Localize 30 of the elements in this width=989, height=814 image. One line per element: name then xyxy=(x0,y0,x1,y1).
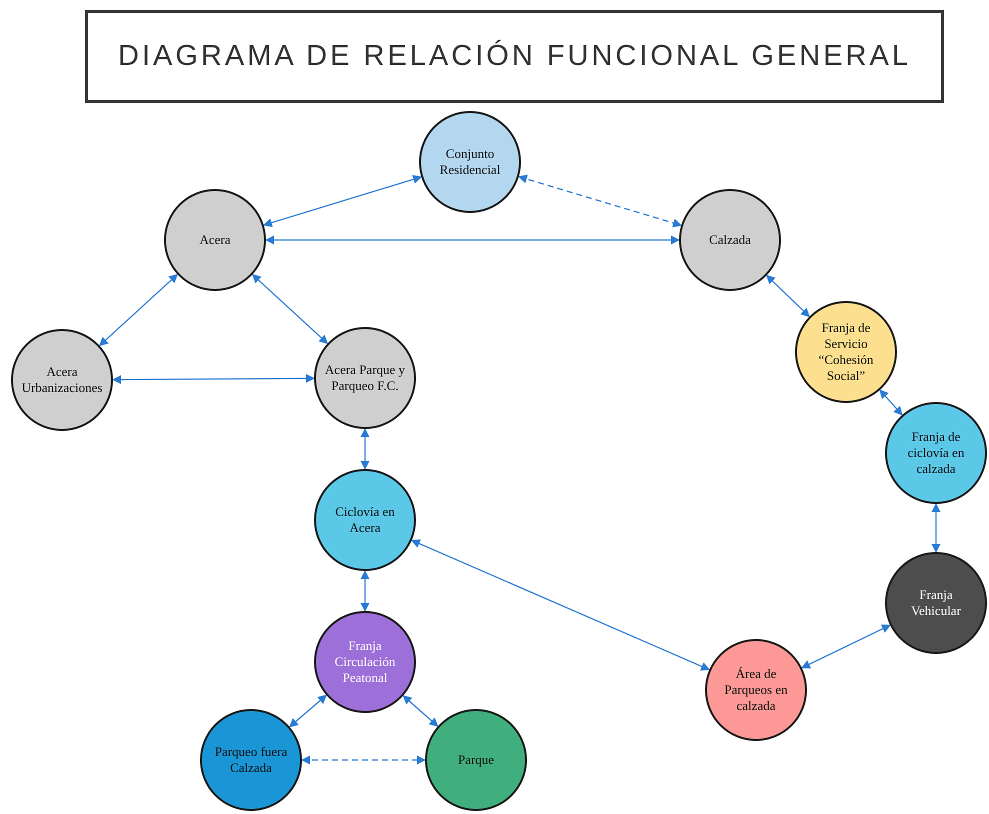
connector-arrow xyxy=(932,503,940,553)
connector-arrow xyxy=(262,174,422,228)
node-label: Franja de Servicio “Cohesión Social” xyxy=(818,320,874,384)
connector-arrow xyxy=(879,389,903,416)
node-label: Área de Parqueos en calzada xyxy=(723,666,789,714)
node-label: Calzada xyxy=(709,232,751,248)
connector-arrow xyxy=(766,274,810,318)
node-label: Acera Parque y Parqueo F.C. xyxy=(324,362,406,394)
connector-arrow xyxy=(801,624,891,668)
connector-arrow xyxy=(402,695,438,727)
connector-arrow xyxy=(301,756,426,764)
connector-arrow xyxy=(98,274,178,346)
node-label: Franja Vehicular xyxy=(910,587,962,619)
connector-arrow xyxy=(265,236,680,244)
title-text: DIAGRAMA DE RELACIÓN FUNCIONAL GENERAL xyxy=(118,40,911,73)
connector-arrow xyxy=(289,694,327,728)
connector-arrow xyxy=(360,570,370,612)
connector-arrow xyxy=(410,539,710,671)
node-label: Parque xyxy=(458,752,494,768)
connector-arrow xyxy=(252,274,328,344)
node-label: Ciclovía en Acera xyxy=(334,504,396,536)
connector-arrow xyxy=(112,374,315,384)
node-label: Parqueo fuera Calzada xyxy=(214,744,288,776)
node-label: Conjunto Residencial xyxy=(438,146,502,178)
node-label: Franja de ciclovía en calzada xyxy=(906,429,966,477)
node-label: Franja Circulación Peatonal xyxy=(334,638,396,686)
connector-arrow xyxy=(518,174,682,228)
node-label: Acera xyxy=(199,232,231,248)
node-label: Acera Urbanizaciones xyxy=(20,364,104,396)
connector-arrow xyxy=(360,428,370,470)
